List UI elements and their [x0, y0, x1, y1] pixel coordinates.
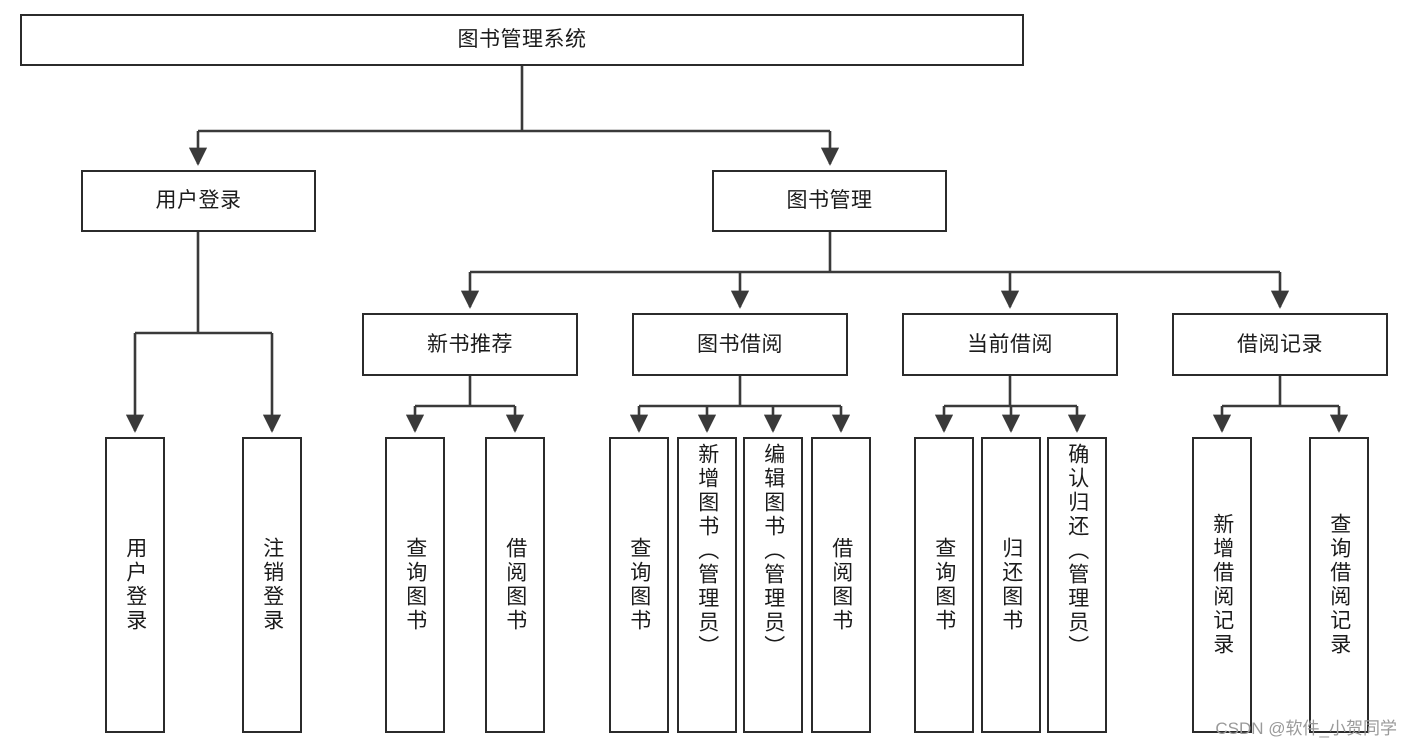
node-leaf-query-book-1[interactable]: 查询图书: [385, 437, 445, 733]
node-current-borrow-label: 当前借阅: [967, 332, 1053, 356]
node-leaf-confirm-return[interactable]: 确认归还（管理员）: [1047, 437, 1107, 733]
node-book-manage-label: 图书管理: [786, 189, 873, 213]
node-leaf-edit-book[interactable]: 编辑图书（管理员）: [743, 437, 803, 733]
node-leaf-edit-book-label: 编辑图书（管理员）: [761, 443, 785, 659]
node-user-login-label: 用户登录: [155, 189, 242, 213]
node-leaf-add-record-label: 新增借阅记录: [1210, 513, 1234, 657]
node-leaf-confirm-return-label: 确认归还（管理员）: [1065, 443, 1089, 659]
node-leaf-query-record[interactable]: 查询借阅记录: [1309, 437, 1369, 733]
node-book-borrow[interactable]: 图书借阅: [632, 313, 848, 376]
node-current-borrow[interactable]: 当前借阅: [902, 313, 1118, 376]
node-new-book-recommend-label: 新书推荐: [427, 332, 513, 356]
node-leaf-borrow-book-2[interactable]: 借阅图书: [811, 437, 871, 733]
node-leaf-user-logout-label: 注销登录: [260, 537, 284, 633]
node-new-book-recommend[interactable]: 新书推荐: [362, 313, 578, 376]
node-leaf-user-login[interactable]: 用户登录: [105, 437, 165, 733]
node-leaf-add-record[interactable]: 新增借阅记录: [1192, 437, 1252, 733]
node-leaf-query-book-2[interactable]: 查询图书: [609, 437, 669, 733]
node-leaf-borrow-book-1-label: 借阅图书: [503, 537, 527, 633]
node-leaf-query-book-3[interactable]: 查询图书: [914, 437, 974, 733]
node-root[interactable]: 图书管理系统: [20, 14, 1024, 66]
node-leaf-add-book-label: 新增图书（管理员）: [695, 443, 719, 659]
node-leaf-query-book-1-label: 查询图书: [403, 537, 427, 633]
node-leaf-query-book-3-label: 查询图书: [932, 537, 956, 633]
node-borrow-record-label: 借阅记录: [1237, 332, 1323, 356]
node-book-borrow-label: 图书借阅: [697, 332, 783, 356]
node-leaf-borrow-book-1[interactable]: 借阅图书: [485, 437, 545, 733]
node-user-login[interactable]: 用户登录: [81, 170, 316, 232]
node-leaf-user-login-label: 用户登录: [123, 537, 147, 633]
node-leaf-return-book[interactable]: 归还图书: [981, 437, 1041, 733]
node-leaf-add-book[interactable]: 新增图书（管理员）: [677, 437, 737, 733]
node-leaf-user-logout[interactable]: 注销登录: [242, 437, 302, 733]
node-borrow-record[interactable]: 借阅记录: [1172, 313, 1388, 376]
node-leaf-query-record-label: 查询借阅记录: [1327, 513, 1351, 657]
node-root-label: 图书管理系统: [457, 28, 587, 52]
node-leaf-query-book-2-label: 查询图书: [627, 537, 651, 633]
node-book-manage[interactable]: 图书管理: [712, 170, 947, 232]
node-leaf-return-book-label: 归还图书: [999, 537, 1023, 633]
node-leaf-borrow-book-2-label: 借阅图书: [829, 537, 853, 633]
